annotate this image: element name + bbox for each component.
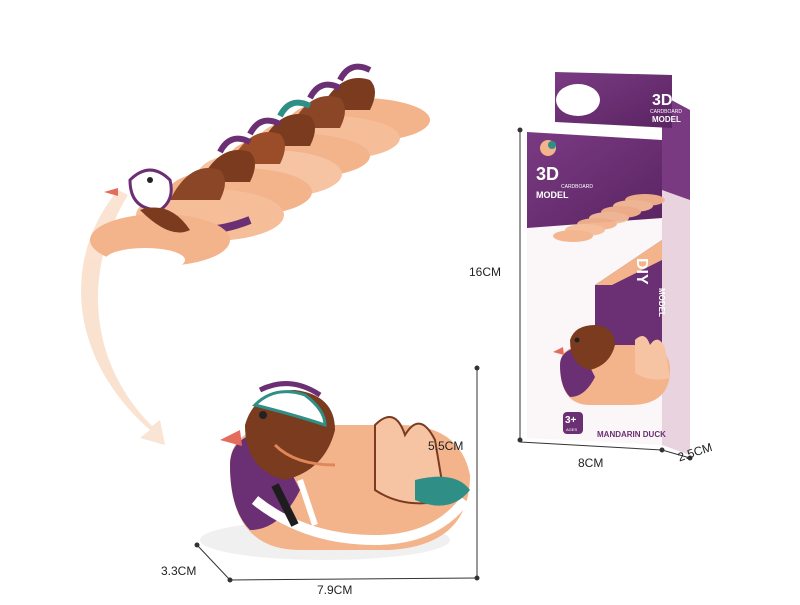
box-age-badge: 3+ bbox=[565, 415, 577, 426]
duck-height-label: 5.5CM bbox=[428, 439, 464, 453]
box-product-name: MANDARIN DUCK bbox=[597, 430, 666, 439]
box-front-3d: 3D bbox=[536, 164, 560, 184]
duck-depth-label: 3.3CM bbox=[161, 564, 197, 578]
duck-width-label: 7.9CM bbox=[317, 583, 353, 597]
box-age-sub: AGES bbox=[566, 427, 578, 432]
box-width-label: 8CM bbox=[578, 456, 604, 470]
box-top-cardboard: CARDBOARD bbox=[650, 109, 682, 115]
exploded-duck-layers bbox=[90, 63, 430, 272]
box-height-label: 16CM bbox=[469, 265, 502, 279]
box-diy-model: MODEL bbox=[657, 288, 666, 317]
box-front-model: MODEL bbox=[536, 190, 569, 200]
duck-dimension-lines bbox=[194, 365, 480, 583]
box-diy-text: DIY bbox=[633, 258, 650, 285]
box-dimension-lines bbox=[517, 127, 693, 461]
box-top-model: MODEL bbox=[652, 115, 681, 124]
assembled-duck bbox=[200, 381, 470, 560]
product-box bbox=[527, 72, 690, 455]
box-front-cardboard: CARDBOARD bbox=[561, 184, 593, 190]
box-top-3d: 3D bbox=[652, 92, 673, 109]
